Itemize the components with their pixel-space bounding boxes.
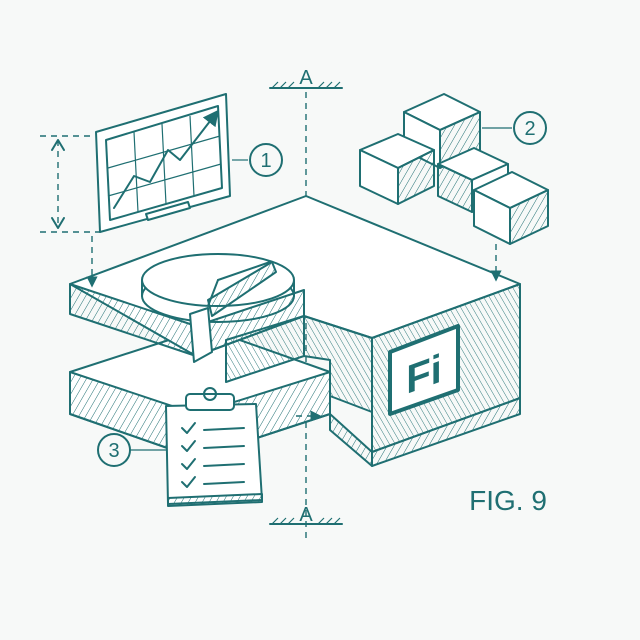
section-marker-bottom: A <box>269 504 343 526</box>
figure-label: FIG. 9 <box>469 485 547 516</box>
callout-2: 2 <box>482 111 547 145</box>
pie-chart-disc-icon <box>141 253 295 363</box>
callout-3-number: 3 <box>108 440 119 462</box>
cube-left <box>359 133 435 205</box>
callout-3: 3 <box>97 433 166 467</box>
checklist-items <box>181 422 245 488</box>
callout-1: 1 <box>232 143 283 177</box>
callout-2-number: 2 <box>524 118 535 140</box>
monitor-dimension <box>40 135 100 233</box>
section-marker-top: A <box>269 67 343 89</box>
cube-stack-icon <box>359 93 549 245</box>
line-chart-monitor-icon <box>95 93 231 233</box>
callout-1-number: 1 <box>260 150 271 172</box>
section-label-bottom: A <box>299 504 313 526</box>
section-label-top: A <box>299 67 313 89</box>
fi-logo-icon: Fi <box>388 324 460 416</box>
checklist-clipboard-icon <box>165 387 263 507</box>
cube-right <box>473 171 549 245</box>
